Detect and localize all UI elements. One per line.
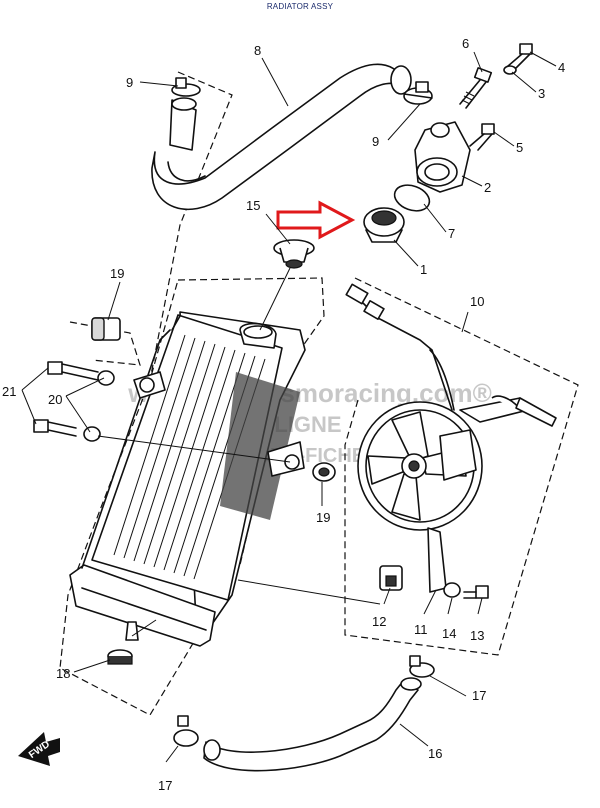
part-number-17-left: 17 bbox=[158, 778, 172, 793]
grommet-19-upper bbox=[91, 317, 121, 341]
page-title: RADIATOR ASSY bbox=[266, 2, 334, 11]
thermostat-housing bbox=[414, 121, 471, 193]
hose-clamp-right bbox=[403, 81, 433, 105]
bolt-5 bbox=[469, 123, 495, 151]
fan-assy bbox=[345, 283, 557, 593]
highlight-arrow bbox=[276, 200, 356, 240]
leader-lines bbox=[21, 51, 557, 763]
bolt-4 bbox=[507, 43, 533, 69]
part-number-4: 4 bbox=[558, 60, 565, 75]
part-number-21: 21 bbox=[2, 384, 16, 399]
part-number-17-right: 17 bbox=[472, 688, 486, 703]
part-number-13: 13 bbox=[470, 628, 484, 643]
part-number-14: 14 bbox=[442, 626, 456, 641]
hose-clamp-upper-left bbox=[171, 77, 201, 97]
upper-hose bbox=[151, 63, 412, 211]
part-number-12: 12 bbox=[372, 614, 386, 629]
radiator-cap bbox=[273, 239, 315, 269]
o-ring-7 bbox=[393, 184, 431, 212]
bolt-6 bbox=[459, 67, 493, 109]
bolt-13 bbox=[463, 585, 489, 599]
part-number-7: 7 bbox=[448, 226, 455, 241]
part-number-10: 10 bbox=[470, 294, 484, 309]
collar-20-lower bbox=[83, 426, 101, 442]
part-number-19-upper: 19 bbox=[110, 266, 124, 281]
part-number-18: 18 bbox=[56, 666, 70, 681]
thermostat-1 bbox=[363, 207, 405, 243]
part-number-1: 1 bbox=[420, 262, 427, 277]
part-number-11: 11 bbox=[414, 622, 428, 637]
bolt-21-lower bbox=[33, 419, 77, 437]
washer-3 bbox=[503, 65, 517, 75]
washer-14 bbox=[443, 582, 461, 598]
lower-hose bbox=[203, 677, 422, 772]
bolt-21-upper bbox=[47, 361, 99, 381]
part-number-20: 20 bbox=[48, 392, 62, 407]
grommet-12 bbox=[379, 565, 403, 591]
part-number-2: 2 bbox=[484, 180, 491, 195]
hose-clamp-17-right bbox=[409, 655, 435, 678]
part-number-19-lower: 19 bbox=[316, 510, 330, 525]
radiator-core bbox=[69, 311, 306, 647]
group-outlines bbox=[59, 71, 579, 716]
part-number-5: 5 bbox=[516, 140, 523, 155]
part-number-15: 15 bbox=[246, 198, 260, 213]
part-number-3: 3 bbox=[538, 86, 545, 101]
part-number-16: 16 bbox=[428, 746, 442, 761]
part-number-6: 6 bbox=[462, 36, 469, 51]
grommet-18 bbox=[107, 649, 133, 665]
part-number-8: 8 bbox=[254, 43, 261, 58]
part-number-9-right: 9 bbox=[372, 134, 379, 149]
part-number-labels: 9 8 6 4 3 9 5 2 7 1 15 19 10 21 20 19 12… bbox=[2, 36, 565, 793]
collar-20-upper bbox=[97, 370, 115, 386]
hose-clamp-17-left bbox=[173, 715, 199, 747]
forward-direction-arrow: FWD bbox=[18, 732, 60, 766]
radiator-fins bbox=[220, 372, 300, 520]
part-number-9-upper: 9 bbox=[126, 75, 133, 90]
grommet-19-lower bbox=[312, 462, 336, 482]
